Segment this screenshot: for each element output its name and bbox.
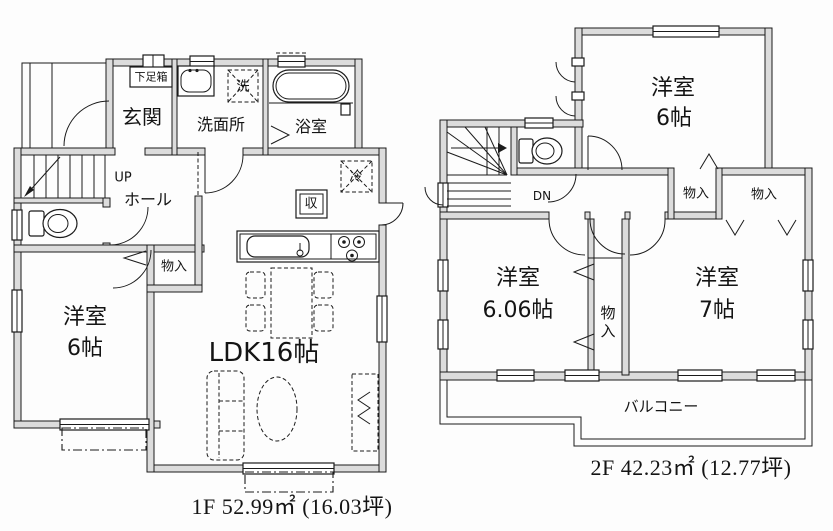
label-monoire2f-2: 物入 [750,187,778,203]
label-balcony: バルコニー [623,397,699,416]
label-monoire2f-1: 物入 [682,186,710,202]
washbasin-1f [177,65,215,97]
label-bedroom2f-top-name: 洋室 [650,76,696,101]
terrace-steps-1f [61,427,334,493]
label-hall: ホール [123,190,173,209]
windows-2f [437,25,814,382]
label-senmenjo: 洗面所 [196,115,246,134]
storage-box-1f [295,189,328,219]
label-fridge: 冷 [349,169,363,185]
label-genkan: 玄関 [122,105,162,129]
label-bedroom2f-right-name: 洋室 [694,266,740,291]
label-bedroom2f-right-size: 7帖 [699,298,735,323]
label-bedroom1f-name: 洋室 [62,305,108,330]
kitchen-counter-1f [236,230,380,263]
label-bedroom2f-left-size: 6.06帖 [482,298,554,323]
label-area-2f: 2F 42.23㎡ (12.77坪) [590,455,792,480]
label-bedroom1f-size: 6帖 [67,336,103,361]
stairs-2f [446,126,511,207]
balcony-outline-2f [439,380,813,447]
porch-1f [21,62,110,148]
label-dn: DN [532,189,552,203]
coffee-table-1f [256,376,298,442]
bathtub-1f [269,69,353,116]
label-bath: 浴室 [294,117,328,136]
sofa-1f [206,370,245,461]
label-getabako: 下足箱 [134,70,168,84]
doors-2f [424,61,797,351]
stairs-1f [24,155,106,198]
label-monoire2f-center: 物入 [600,304,616,340]
toilet-2f [518,137,563,165]
walls-2f [439,27,813,381]
label-up: UP [114,170,132,186]
label-bedroom2f-top-size: 6帖 [656,106,692,131]
label-area-1f: 1F 52.99㎡ (16.03坪) [191,494,393,519]
washer-box-1f [227,69,259,103]
fridge-box-1f [340,160,373,193]
toilet-1f [28,208,78,239]
label-storage: 収 [304,196,318,212]
windows-1f [11,52,388,475]
dining-set-1f [245,267,334,339]
tv-board-1f [351,373,379,452]
label-monoire-1f: 物入 [160,259,188,275]
label-bedroom2f-left-name: 洋室 [495,266,541,291]
label-laundry: 洗 [236,79,250,95]
label-ldk: LDK16帖 [208,338,320,368]
shoe-cabinet-1f [129,66,173,88]
doors-1f [63,100,404,289]
